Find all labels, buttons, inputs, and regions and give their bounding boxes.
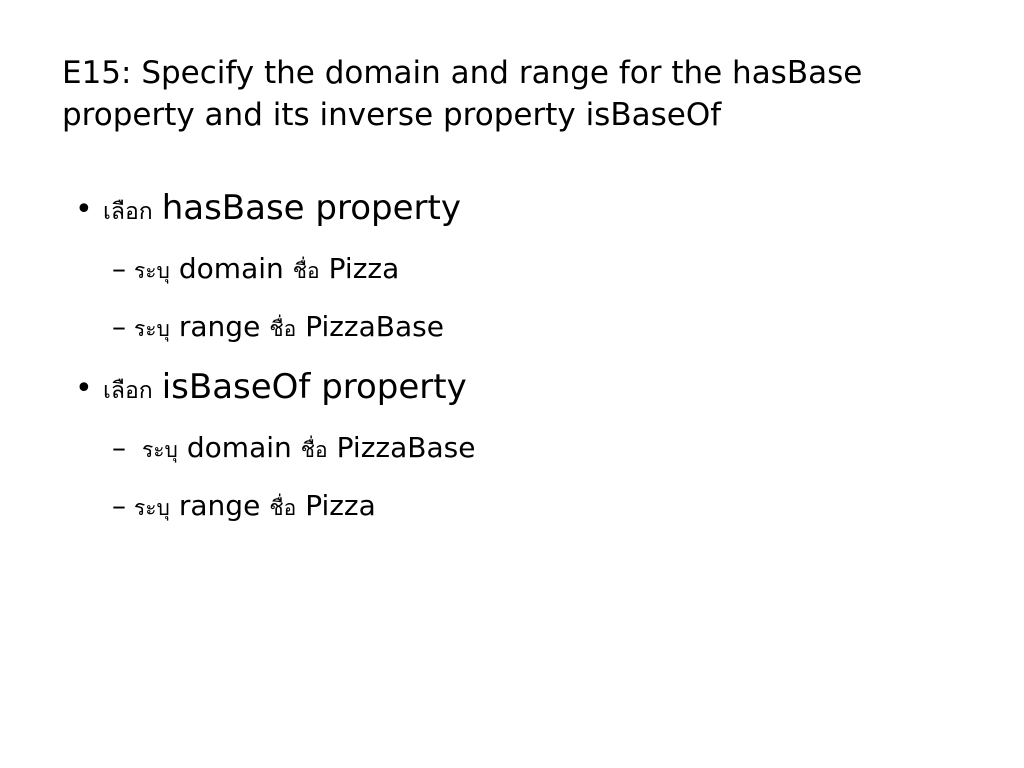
thai-verb-select: เลือก xyxy=(103,199,153,225)
item-term: domain xyxy=(186,431,292,464)
thai-verb-specify: ระบุ xyxy=(142,438,178,462)
thai-verb-select: เลือก xyxy=(103,378,153,404)
thai-name-label: ชื่อ xyxy=(292,259,320,283)
item-term: range xyxy=(178,310,261,343)
dash-icon: – xyxy=(112,252,126,285)
thai-name-label: ชื่อ xyxy=(269,496,297,520)
thai-verb-specify: ระบุ xyxy=(134,496,170,520)
thai-name-label: ชื่อ xyxy=(269,317,297,341)
title-line-2: property and its inverse property isBase… xyxy=(62,97,722,133)
item-value: Pizza xyxy=(328,252,400,285)
sub-item-isbaseof-range: – ระบุ range ชื่อ Pizza xyxy=(112,489,376,525)
thai-verb-specify: ระบุ xyxy=(134,259,170,283)
dash-icon: – xyxy=(112,489,126,522)
thai-name-label: ชื่อ xyxy=(300,438,328,462)
bullet-item-isbaseof: • เลือก isBaseOf property xyxy=(75,367,467,409)
item-text: isBaseOf property xyxy=(161,367,467,407)
sub-item-hasbase-domain: – ระบุ domain ชื่อ Pizza xyxy=(112,252,399,288)
sub-item-isbaseof-domain: – ระบุ domain ชื่อ PizzaBase xyxy=(112,431,475,467)
title-line-1: E15: Specify the domain and range for th… xyxy=(62,55,863,91)
slide-title: E15: Specify the domain and range for th… xyxy=(62,52,962,136)
dash-icon: – xyxy=(112,310,126,343)
bullet-icon: • xyxy=(75,371,93,406)
item-term: domain xyxy=(178,252,284,285)
item-value: PizzaBase xyxy=(305,310,444,343)
item-value: Pizza xyxy=(305,489,376,522)
item-value: PizzaBase xyxy=(336,431,476,464)
bullet-icon: • xyxy=(75,192,93,227)
item-term: range xyxy=(178,489,261,522)
dash-icon: – xyxy=(112,431,126,464)
bullet-item-hasbase: • เลือก hasBase property xyxy=(75,188,461,230)
item-text: hasBase property xyxy=(161,188,461,228)
sub-item-hasbase-range: – ระบุ range ชื่อ PizzaBase xyxy=(112,310,444,346)
thai-verb-specify: ระบุ xyxy=(134,317,170,341)
